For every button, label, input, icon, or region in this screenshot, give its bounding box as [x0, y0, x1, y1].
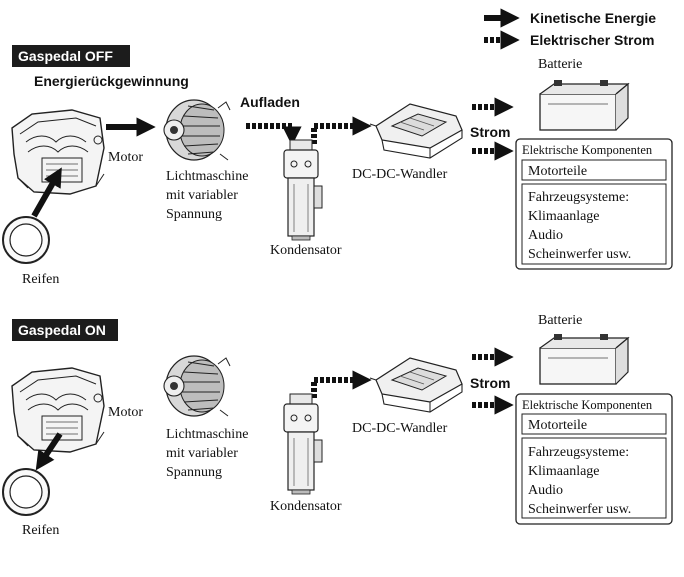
capacitor-icon: [283, 139, 323, 241]
tire-icon: [2, 216, 50, 264]
battery-label: Batterie: [538, 313, 582, 328]
alternator-label-line1: Lichtmaschine: [166, 169, 248, 184]
alternator-label-line3: Spannung: [166, 465, 222, 480]
electrical-components-title: Elektrische Komponenten: [522, 143, 653, 157]
legend-kinetic-label: Kinetische Energie: [530, 10, 656, 26]
converter-label: DC-DC-Wandler: [352, 167, 448, 182]
engine-parts-label: Motorteile: [528, 164, 587, 179]
vehicle-system-item: Audio: [528, 228, 563, 243]
section-on-title: Gaspedal ON: [18, 322, 106, 338]
tire-icon: [2, 468, 50, 516]
vehicle-system-item: Scheinwerfer usw.: [528, 247, 631, 262]
tire-label: Reifen: [22, 272, 59, 287]
vehicle-systems-heading: Fahrzeugsysteme:: [528, 445, 629, 460]
engine-to-tire-arrow: [35, 432, 63, 471]
capacitor-to-converter-arrow: [311, 370, 372, 398]
alternator-icon: [163, 99, 231, 161]
alternator-label-line3: Spannung: [166, 207, 222, 222]
vehicle-systems-heading: Fahrzeugsysteme:: [528, 190, 629, 205]
vehicle-system-item: Audio: [528, 483, 563, 498]
engine-parts-label: Motorteile: [528, 418, 587, 433]
capacitor-to-converter-arrow: [311, 116, 372, 144]
legend-electric-label: Elektrischer Strom: [530, 32, 655, 48]
section-accelerator-on: Gaspedal ON Motor Reifen Lichtmaschine m…: [2, 313, 673, 538]
battery-icon: [539, 79, 629, 131]
dc-dc-converter-icon: [369, 103, 463, 159]
current-label: Strom: [470, 124, 510, 140]
charging-label: Aufladen: [240, 94, 300, 110]
alternator-icon: [163, 355, 231, 417]
motor-label: Motor: [108, 405, 143, 420]
battery-label: Batterie: [538, 57, 582, 72]
energy-recovery-label: Energierückgewinnung: [34, 73, 189, 89]
engine-icon: [11, 109, 105, 195]
section-accelerator-off: Gaspedal OFF Energierückgewinnung Motor …: [2, 45, 673, 287]
alternator-label-line1: Lichtmaschine: [166, 427, 248, 442]
motor-label: Motor: [108, 150, 143, 165]
section-off-title: Gaspedal OFF: [18, 48, 113, 64]
engine-parts-box: [521, 159, 667, 181]
legend: Kinetische Energie Elektrischer Strom: [484, 8, 656, 50]
section-off-title-box: [12, 45, 130, 67]
converter-label: DC-DC-Wandler: [352, 421, 448, 436]
vehicle-system-item: Klimaanlage: [528, 464, 600, 479]
vehicle-system-item: Klimaanlage: [528, 209, 600, 224]
capacitor-icon: [283, 393, 323, 495]
electrical-components-title: Elektrische Komponenten: [522, 398, 653, 412]
dc-dc-converter-icon: [369, 357, 463, 413]
tire-to-engine-arrow: [31, 167, 62, 218]
alternator-label-line2: mit variabler: [166, 188, 238, 203]
vehicle-systems-box: [521, 183, 667, 265]
tire-label: Reifen: [22, 523, 59, 538]
alternator-to-capacitor-arrow: [246, 123, 302, 146]
vehicle-systems-box: [521, 437, 667, 519]
capacitor-label: Kondensator: [270, 243, 342, 258]
alternator-label-line2: mit variabler: [166, 446, 238, 461]
section-on-title-box: [12, 319, 118, 341]
capacitor-label: Kondensator: [270, 499, 342, 514]
battery-icon: [539, 333, 629, 385]
engine-parts-box: [521, 413, 667, 435]
current-label: Strom: [470, 375, 510, 391]
vehicle-system-item: Scheinwerfer usw.: [528, 502, 631, 517]
